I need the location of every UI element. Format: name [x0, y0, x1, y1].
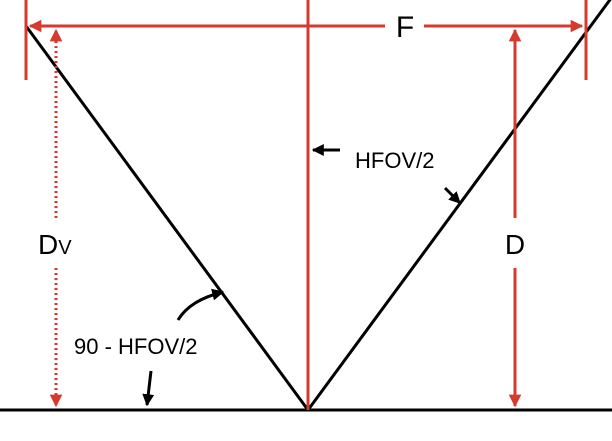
right-fov-ray: [306, 0, 612, 411]
f-label: F: [396, 11, 414, 44]
hfov-ray-pointer-arrow: [443, 186, 462, 205]
dv-label: DV: [38, 229, 72, 260]
dv-label-subscript: V: [58, 237, 72, 259]
d-label: D: [505, 229, 525, 260]
left-fov-ray: [24, 25, 310, 411]
complement-angle-label: 90 - HFOV/2: [74, 334, 197, 359]
hfov-half-label: HFOV/2: [355, 148, 434, 173]
complement-curved-arrow: [176, 288, 225, 321]
dv-label-main: D: [38, 229, 58, 260]
complement-ground-pointer-arrow: [142, 370, 155, 407]
